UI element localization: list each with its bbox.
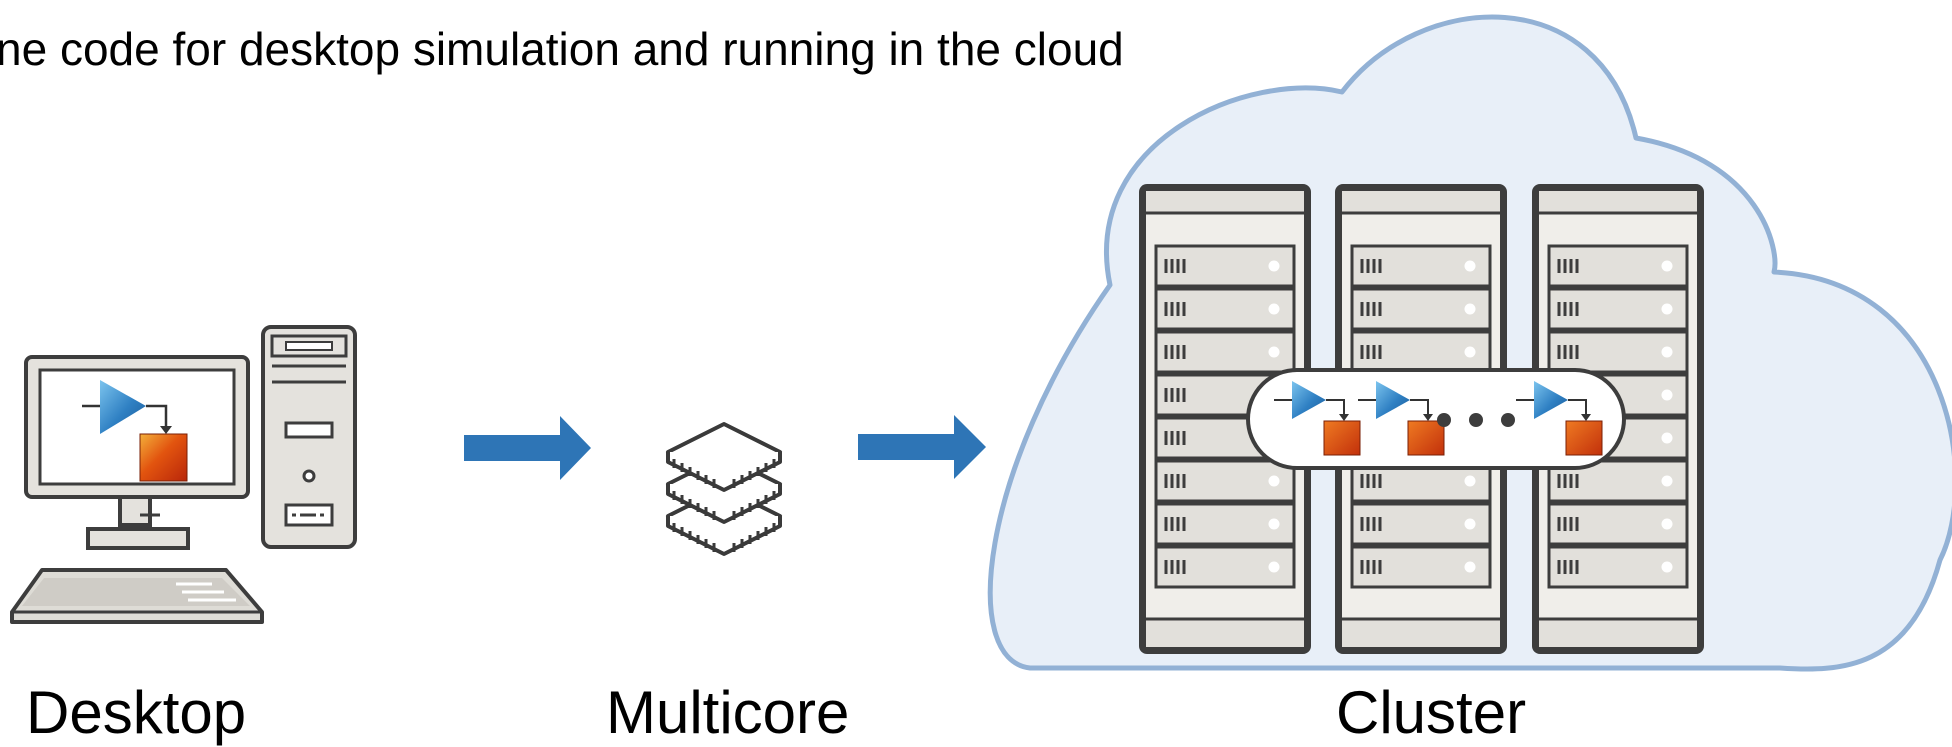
distributed-models <box>1246 368 1626 470</box>
arrow-right-icon <box>464 416 591 480</box>
amplifier-icon <box>100 380 146 434</box>
multicore-chip-icon <box>666 422 782 556</box>
desktop-computer-icon <box>10 325 357 624</box>
multicore-label: Multicore <box>606 679 850 746</box>
block-icon <box>139 433 188 482</box>
desktop-label: Desktop <box>26 679 247 746</box>
cluster-label: Cluster <box>1336 679 1527 746</box>
arrow-right-icon <box>858 415 986 479</box>
headline-text: ne code for desktop simulation and runni… <box>0 23 1124 75</box>
simulink-model-desktop <box>82 380 188 482</box>
